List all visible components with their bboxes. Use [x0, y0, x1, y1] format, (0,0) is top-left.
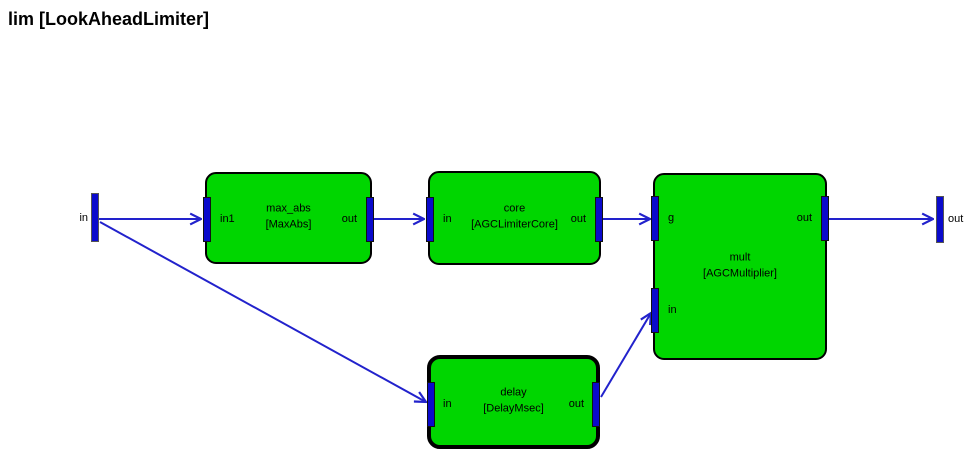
port-label-delay-out: out [568, 398, 584, 410]
block-type: [DelayMsec] [483, 402, 544, 415]
port-delay-in [427, 382, 435, 427]
port-delay-out [592, 382, 600, 427]
block-name: core [503, 202, 526, 215]
block-type: [AGCMultiplier] [703, 267, 777, 280]
port-label-max-abs-out: out [341, 213, 357, 225]
port-label-core-in: in [443, 213, 452, 225]
port-label-mult-out: out [796, 212, 812, 224]
wire-delay-to-mult-in [600, 313, 651, 398]
block-core[interactable]: in out core [AGCLimiterCore] [426, 171, 603, 265]
block-max-abs[interactable]: in1 out max_abs [MaxAbs] [203, 172, 374, 264]
block-name: delay [500, 386, 527, 399]
block-name: max_abs [266, 202, 311, 215]
block-name: mult [729, 251, 751, 264]
port-core-out [595, 197, 603, 242]
port-label-delay-in: in [443, 398, 452, 410]
output-terminal-label: out [948, 213, 964, 225]
port-mult-g [651, 196, 659, 241]
port-label-mult-g: g [668, 212, 675, 224]
port-max-abs-in1 [203, 197, 211, 242]
port-label-core-out: out [570, 213, 586, 225]
port-label-mult-in: in [668, 304, 677, 316]
block-mult-caption: mult [AGCMultiplier] [655, 249, 825, 281]
port-label-max-abs-in1: in1 [220, 213, 235, 225]
input-terminal-bar [91, 193, 99, 242]
block-delay-caption: delay [DelayMsec] [431, 385, 596, 417]
diagram-title: lim [LookAheadLimiter] [8, 9, 210, 29]
block-type: [AGCLimiterCore] [471, 218, 558, 231]
block-mult[interactable]: g in out mult [AGCMultiplier] [651, 173, 829, 360]
block-max-abs-caption: max_abs [MaxAbs] [207, 201, 370, 233]
output-terminal-bar [936, 196, 944, 243]
port-mult-in [651, 288, 659, 333]
port-max-abs-out [366, 197, 374, 242]
port-mult-out [821, 196, 829, 241]
input-terminal-label: in [79, 212, 88, 224]
block-core-caption: core [AGCLimiterCore] [430, 201, 599, 233]
block-type: [MaxAbs] [265, 218, 312, 231]
port-core-in [426, 197, 434, 242]
block-delay[interactable]: in out delay [DelayMsec] [427, 355, 600, 449]
wire-input-to-delay [99, 221, 426, 402]
